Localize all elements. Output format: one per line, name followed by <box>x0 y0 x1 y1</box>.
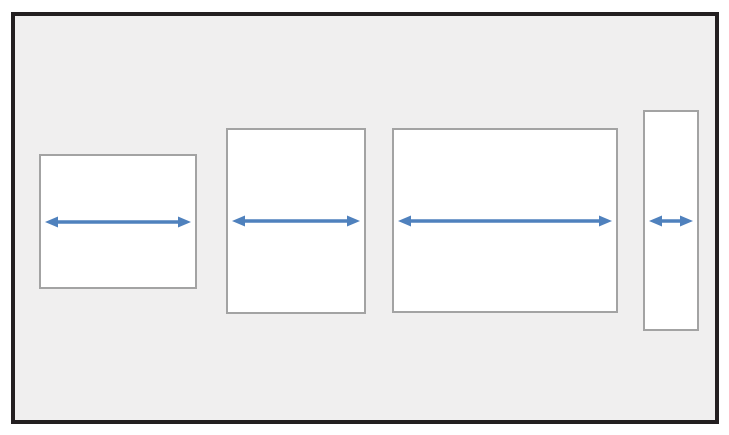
horizontal-double-arrow[interactable] <box>45 215 191 229</box>
shape-box-4[interactable] <box>643 110 699 331</box>
arrowhead-left-icon <box>45 216 58 227</box>
arrowhead-right-icon <box>178 216 191 227</box>
arrowhead-right-icon <box>680 215 693 226</box>
arrowhead-left-icon <box>398 215 411 226</box>
drawing-canvas <box>11 12 719 424</box>
arrowhead-left-icon <box>232 215 245 227</box>
arrowhead-right-icon <box>599 215 612 226</box>
horizontal-double-arrow[interactable] <box>649 214 693 228</box>
shape-box-3[interactable] <box>392 128 618 313</box>
horizontal-double-arrow[interactable] <box>232 214 360 228</box>
horizontal-double-arrow[interactable] <box>398 214 612 228</box>
arrowhead-right-icon <box>347 215 360 227</box>
shape-box-1[interactable] <box>39 154 197 289</box>
arrowhead-left-icon <box>649 215 662 226</box>
shape-box-2[interactable] <box>226 128 366 314</box>
